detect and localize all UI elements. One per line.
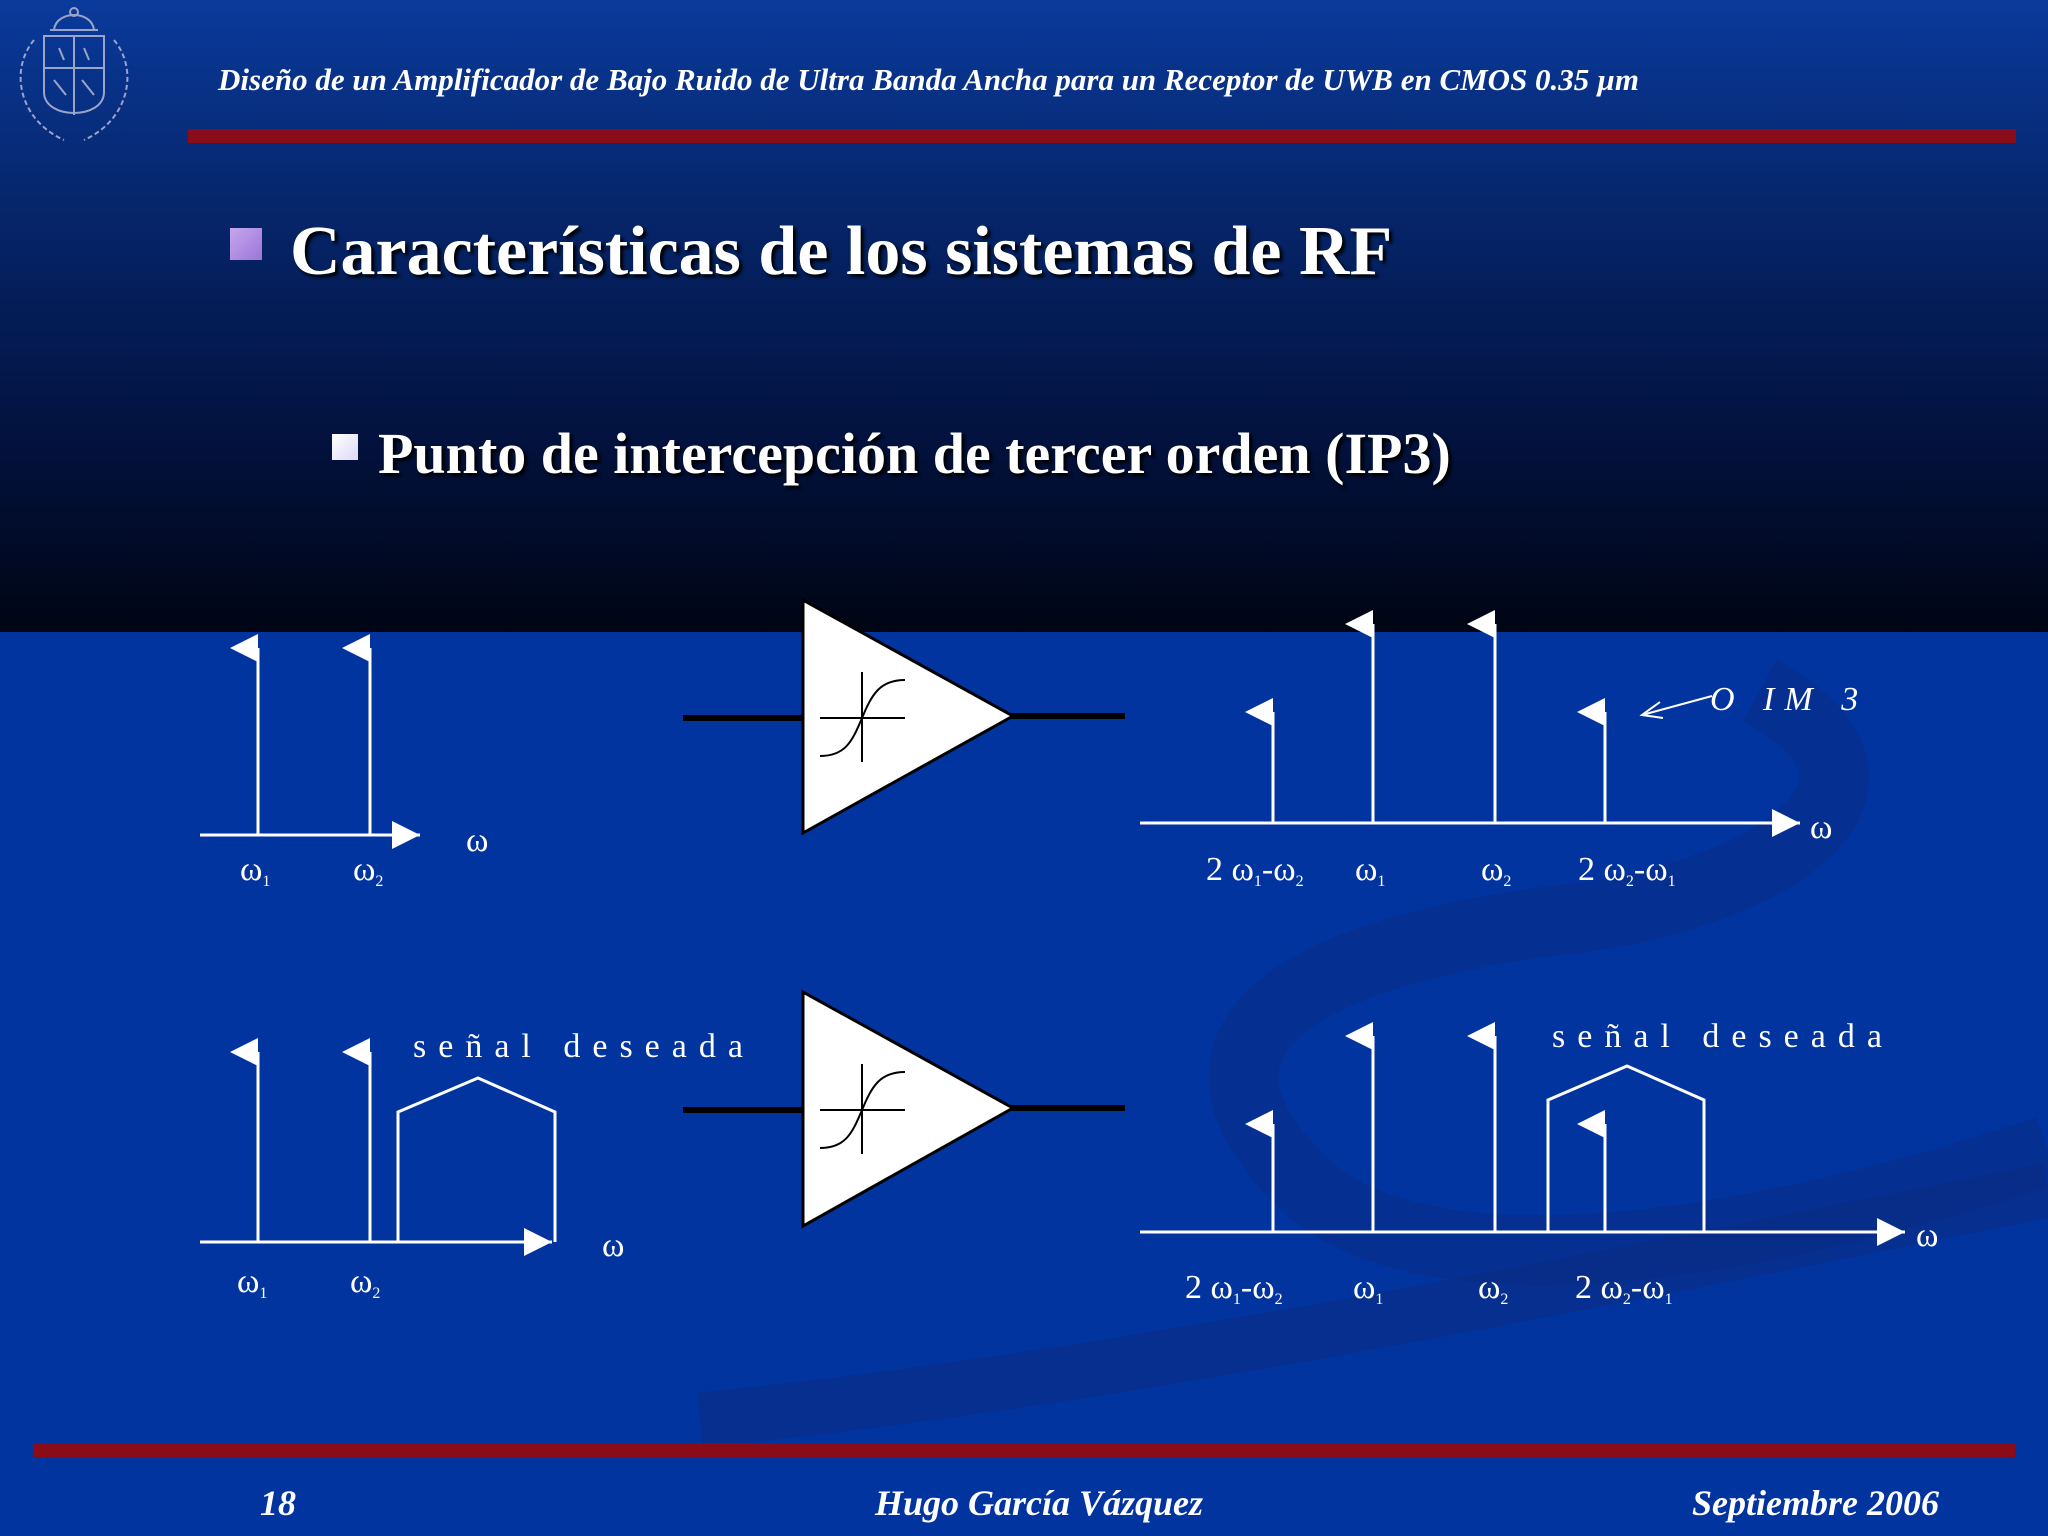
- im-high-label: 2 ω2-ω1: [1575, 1269, 1673, 1308]
- slide-subheading: Punto de intercepción de tercer orden (I…: [378, 421, 1451, 486]
- desired-signal-label: señal deseada: [1552, 1018, 1894, 1055]
- tone-w2-label: ω2: [1478, 1269, 1508, 1308]
- tone-w2-label: ω2: [353, 851, 383, 890]
- footer-author: Hugo García Vázquez: [875, 1483, 1204, 1523]
- axis-omega-label: ω: [602, 1227, 624, 1264]
- bullet-square-icon: [230, 228, 262, 260]
- header-divider: [188, 129, 2016, 143]
- presentation-title: Diseño de un Amplificador de Bajo Ruido …: [218, 62, 1640, 97]
- tone-w1-label: ω1: [1353, 1269, 1383, 1308]
- page-number: 18: [260, 1483, 296, 1523]
- axis-omega-label: ω: [466, 822, 488, 859]
- output-spectrum-with-desired-signal: [1140, 1022, 1905, 1246]
- tone-w2-label: ω2: [1481, 851, 1511, 890]
- footer-divider: [33, 1443, 2015, 1457]
- sub-bullet-square-icon: [332, 434, 358, 460]
- im-high-label: 2 ω2-ω1: [1578, 851, 1676, 890]
- tone-w1-label: ω1: [237, 1263, 267, 1302]
- footer-date: Septiembre 2006: [1692, 1483, 1939, 1523]
- output-spectrum-im3: [1140, 610, 1800, 837]
- tone-w1-label: ω1: [1355, 851, 1385, 890]
- university-seal-logo: [19, 7, 129, 141]
- slide-heading: Características de los sistemas de RF: [290, 213, 1393, 290]
- axis-omega-label: ω: [1810, 809, 1832, 846]
- amplifier-top-icon: [683, 597, 1125, 836]
- tone-w2-label: ω2: [350, 1263, 380, 1302]
- slide-background-gradient: [0, 0, 2048, 632]
- axis-omega-label: ω: [1916, 1217, 1938, 1254]
- input-spectrum-with-desired-signal: [200, 1038, 557, 1256]
- oim3-label: O IM 3: [1710, 681, 1868, 718]
- input-spectrum-two-tone: [200, 634, 420, 849]
- desired-signal-label: señal deseada: [413, 1028, 755, 1065]
- im-low-label: 2 ω1-ω2: [1206, 851, 1304, 890]
- amplifier-bottom-icon: [683, 989, 1125, 1229]
- im-low-label: 2 ω1-ω2: [1185, 1269, 1283, 1308]
- tone-w1-label: ω1: [240, 851, 270, 890]
